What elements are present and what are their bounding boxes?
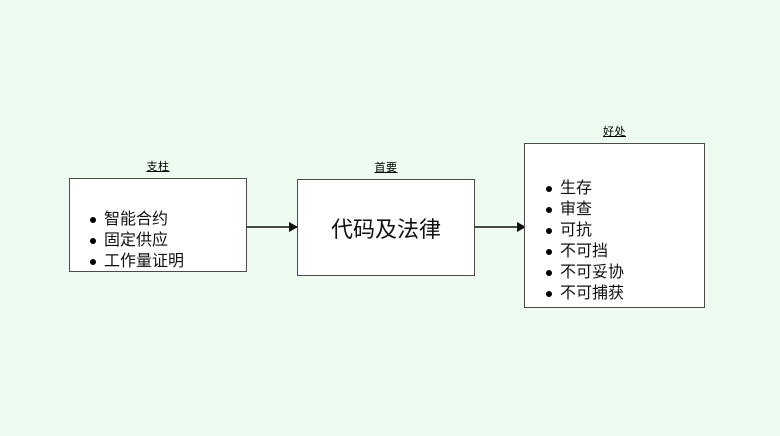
bullet-icon (538, 248, 560, 255)
list-item-label: 审查 (560, 201, 593, 218)
node-box-pillars[interactable]: 智能合约 固定供应 工作量证明 (69, 178, 247, 272)
arrowhead-icon (517, 222, 526, 232)
bullet-list-pillars: 智能合约 固定供应 工作量证明 (70, 209, 258, 272)
list-item: 生存 (538, 178, 717, 199)
list-item: 智能合约 (82, 209, 258, 230)
node-caption-pillars: 支柱 (146, 161, 170, 173)
node-primary-label: 代码及法律 (330, 216, 441, 242)
connector-pillars-to-primary (247, 222, 298, 232)
bullet-icon (538, 290, 560, 297)
list-item-label: 工作量证明 (104, 253, 185, 270)
connector-primary-to-benefits (475, 222, 526, 232)
bullet-icon (538, 206, 560, 213)
list-item: 工作量证明 (82, 251, 258, 272)
list-item-label: 固定供应 (104, 232, 169, 249)
arrowhead-icon (289, 222, 298, 232)
list-item-label: 不可捕获 (560, 285, 625, 302)
list-item: 审查 (538, 199, 717, 220)
node-box-primary[interactable]: 代码及法律 (297, 179, 475, 276)
bullet-icon (82, 216, 104, 223)
bullet-icon (82, 258, 104, 265)
list-item-label: 可抗 (560, 222, 593, 239)
list-item: 不可妥协 (538, 262, 717, 283)
bullet-icon (538, 269, 560, 276)
node-box-benefits[interactable]: 生存 审查 可抗 不可挡 不可妥协 不可捕获 (524, 143, 705, 308)
list-item-label: 生存 (560, 180, 593, 197)
list-item-label: 智能合约 (104, 211, 169, 228)
list-item: 可抗 (538, 220, 717, 241)
list-item-label: 不可妥协 (560, 264, 625, 281)
bullet-icon (538, 185, 560, 192)
node-caption-primary: 首要 (374, 162, 398, 174)
list-item: 不可捕获 (538, 283, 717, 304)
bullet-icon (538, 227, 560, 234)
node-caption-benefits: 好处 (603, 126, 626, 138)
bullet-icon (82, 237, 104, 244)
list-item: 不可挡 (538, 241, 717, 262)
list-item: 固定供应 (82, 230, 258, 251)
list-item-label: 不可挡 (560, 243, 609, 260)
bullet-list-benefits: 生存 审查 可抗 不可挡 不可妥协 不可捕获 (525, 178, 717, 304)
